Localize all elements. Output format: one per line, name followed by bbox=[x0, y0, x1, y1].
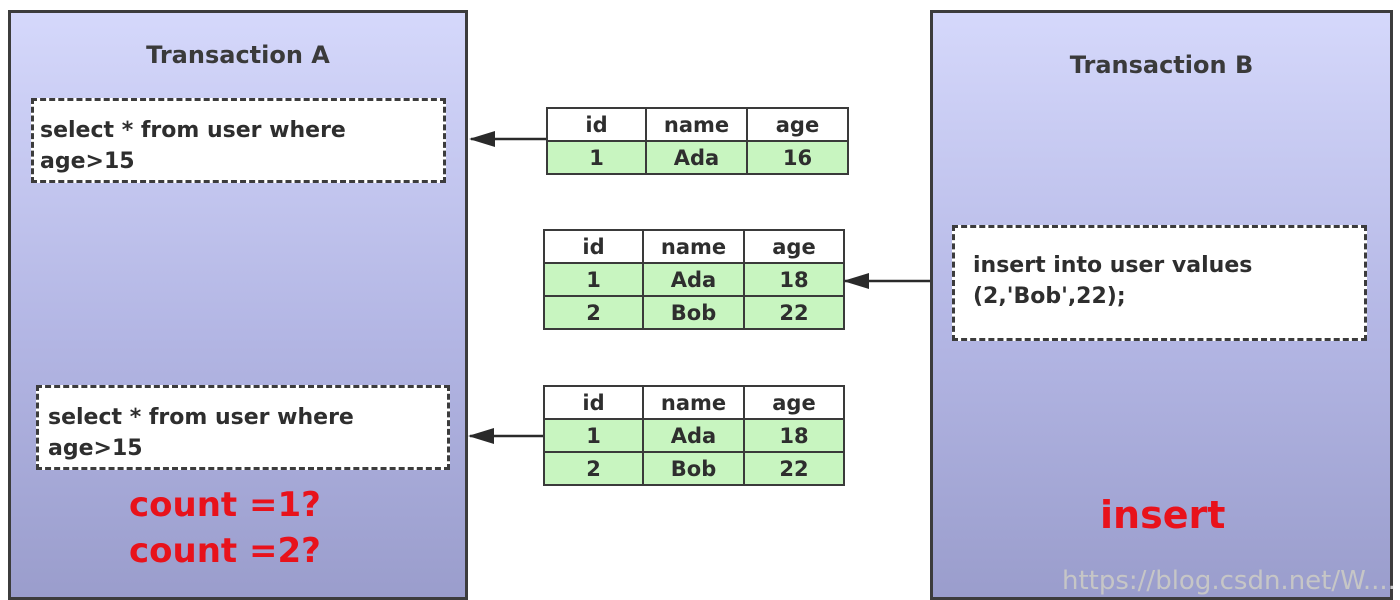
cell-name: Ada bbox=[642, 418, 745, 453]
count-2-label: count =2? bbox=[129, 531, 321, 571]
cell-age: 18 bbox=[743, 418, 845, 453]
cell-id: 2 bbox=[543, 451, 644, 486]
user-table-1: id name age 1 Ada 16 bbox=[546, 107, 849, 175]
header-age: age bbox=[743, 229, 845, 264]
header-age: age bbox=[743, 385, 845, 420]
cell-id: 1 bbox=[546, 140, 647, 175]
insert-line-2: (2,'Bob',22); bbox=[973, 284, 1126, 309]
transaction-a-title: Transaction A bbox=[146, 41, 330, 69]
header-name: name bbox=[642, 229, 745, 264]
header-name: name bbox=[642, 385, 745, 420]
insert-label: insert bbox=[1100, 493, 1226, 537]
table-header-row: id name age bbox=[546, 107, 849, 142]
cell-age: 16 bbox=[746, 140, 849, 175]
table-row: 2 Bob 22 bbox=[543, 451, 845, 486]
user-table-2: id name age 1 Ada 18 2 Bob 22 bbox=[543, 229, 845, 330]
query-1-line-2: age>15 bbox=[40, 149, 135, 174]
header-id: id bbox=[546, 107, 647, 142]
transaction-b-insert-statement: insert into user values (2,'Bob',22); bbox=[952, 225, 1367, 341]
table-row: 1 Ada 18 bbox=[543, 418, 845, 453]
insert-line-1: insert into user values bbox=[973, 253, 1253, 278]
table-header-row: id name age bbox=[543, 385, 845, 420]
transaction-a-query-2: select * from user where age>15 bbox=[36, 385, 450, 470]
cell-age: 18 bbox=[743, 262, 845, 297]
cell-name: Ada bbox=[645, 140, 748, 175]
count-1-label: count =1? bbox=[129, 485, 321, 525]
header-id: id bbox=[543, 385, 644, 420]
cell-name: Bob bbox=[642, 451, 745, 486]
watermark-text: https://blog.csdn.net/W.... bbox=[1062, 566, 1396, 596]
cell-name: Bob bbox=[642, 295, 745, 330]
cell-id: 2 bbox=[543, 295, 644, 330]
table-row: 1 Ada 16 bbox=[546, 140, 849, 175]
query-2-line-1: select * from user where bbox=[48, 405, 354, 430]
table-header-row: id name age bbox=[543, 229, 845, 264]
arrows-layer bbox=[468, 131, 930, 444]
cell-age: 22 bbox=[743, 451, 845, 486]
transaction-a-panel: Transaction A select * from user where a… bbox=[8, 10, 468, 600]
query-2-line-2: age>15 bbox=[48, 436, 143, 461]
query-1-line-1: select * from user where bbox=[40, 118, 346, 143]
table-row: 2 Bob 22 bbox=[543, 295, 845, 330]
header-name: name bbox=[645, 107, 748, 142]
transaction-a-query-1: select * from user where age>15 bbox=[31, 98, 446, 183]
table-row: 1 Ada 18 bbox=[543, 262, 845, 297]
cell-id: 1 bbox=[543, 418, 644, 453]
cell-age: 22 bbox=[743, 295, 845, 330]
user-table-3: id name age 1 Ada 18 2 Bob 22 bbox=[543, 385, 845, 486]
header-id: id bbox=[543, 229, 644, 264]
cell-id: 1 bbox=[543, 262, 644, 297]
transaction-b-title: Transaction B bbox=[1069, 51, 1254, 79]
cell-name: Ada bbox=[642, 262, 745, 297]
header-age: age bbox=[746, 107, 849, 142]
